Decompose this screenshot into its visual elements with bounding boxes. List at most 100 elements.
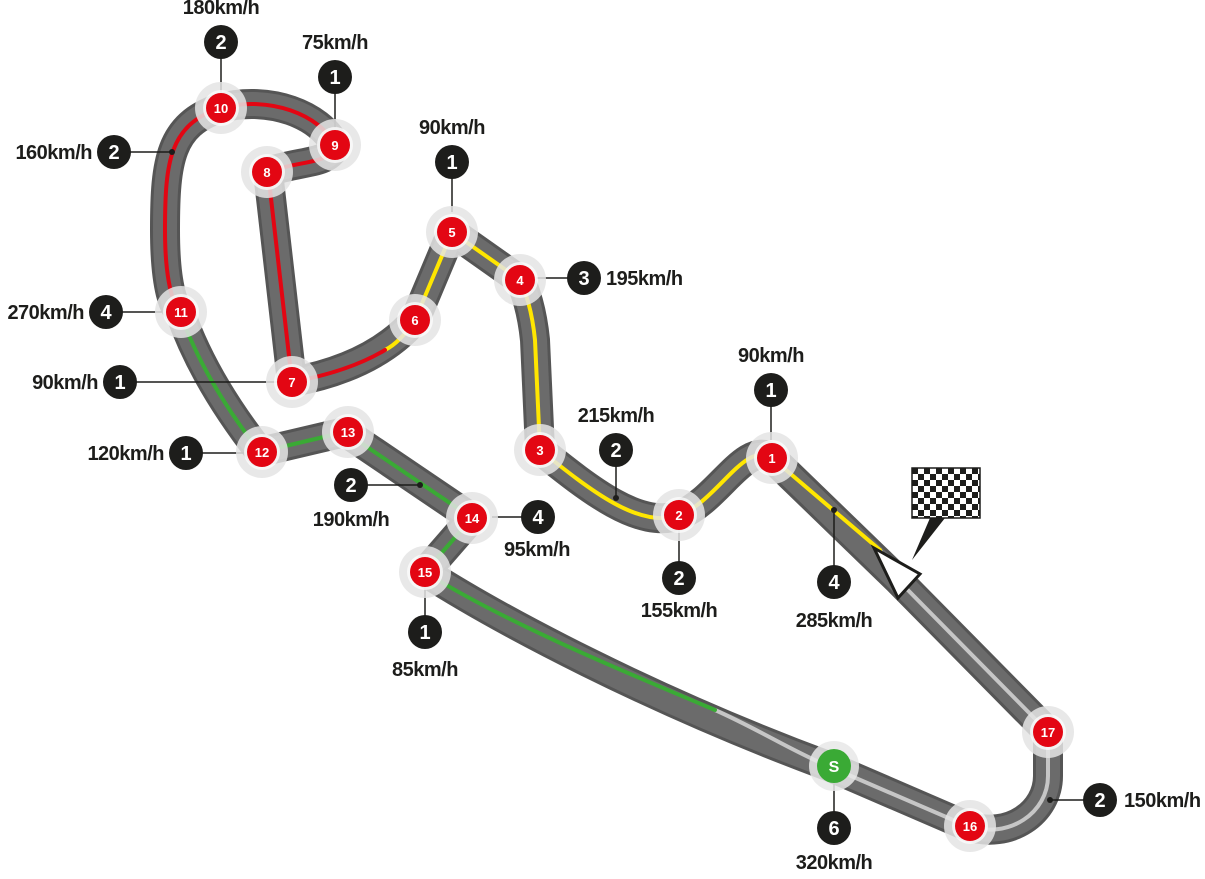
turn-9-marker: 9: [309, 119, 361, 171]
speed-callout: 2 155km/h: [641, 561, 718, 622]
gear-number: 4: [532, 507, 544, 529]
gear-number: 6: [828, 818, 839, 840]
gear-number: 1: [446, 152, 457, 174]
turn-16-marker: 16: [944, 800, 996, 852]
gear-number: 2: [108, 142, 119, 164]
gear-number: 1: [180, 443, 191, 465]
gear-number: 2: [345, 475, 356, 497]
start-marker: S: [809, 741, 859, 791]
gear-badge: [521, 500, 555, 534]
speed-label: 195km/h: [606, 268, 683, 290]
turn-13-marker: 13: [322, 406, 374, 458]
gear-number: 2: [1094, 790, 1105, 812]
gear-number: 1: [419, 622, 430, 644]
speed-label: 285km/h: [796, 610, 873, 632]
start-marker-label: S: [829, 759, 840, 776]
gear-badge: [204, 25, 238, 59]
turn-6-marker: 6: [389, 294, 441, 346]
turn-number: 17: [1041, 725, 1055, 740]
turn-11-marker: 11: [155, 286, 207, 338]
finish-flag: [870, 467, 981, 601]
turn-12-marker: 12: [236, 426, 288, 478]
speed-label: 90km/h: [32, 372, 98, 394]
turn-number: 10: [214, 101, 228, 116]
speed-label: 215km/h: [578, 405, 655, 427]
gear-badge: [754, 373, 788, 407]
speed-label: 90km/h: [738, 345, 804, 367]
gear-badge: [817, 811, 851, 845]
speed-label: 85km/h: [392, 659, 458, 681]
turn-number: 1: [768, 451, 775, 466]
speed-label: 270km/h: [7, 302, 84, 324]
speed-label: 75km/h: [302, 32, 368, 54]
turn-number: 8: [263, 165, 270, 180]
speed-label: 95km/h: [504, 539, 570, 561]
speed-callout: 1 85km/h: [392, 615, 458, 681]
gear-badge: [103, 365, 137, 399]
leader-dots: [169, 149, 1053, 803]
turn-number: 6: [411, 313, 418, 328]
track-outline: [150, 89, 1063, 845]
turn-number: 15: [418, 565, 432, 580]
sector-lines: [163, 102, 1050, 832]
turn-5-marker: 5: [426, 206, 478, 258]
speed-label: 320km/h: [796, 852, 873, 874]
speed-callout: 2 160km/h: [15, 135, 131, 169]
gear-badge: [169, 436, 203, 470]
turn-number: 13: [341, 425, 355, 440]
turn-number: 5: [448, 225, 455, 240]
speed-callout: 1 120km/h: [87, 436, 203, 470]
turn-number: 14: [465, 511, 480, 526]
gear-badge: [97, 135, 131, 169]
speed-label: 120km/h: [87, 443, 164, 465]
gear-badge: [435, 145, 469, 179]
turn-17-marker: 17: [1022, 706, 1074, 758]
speed-label: 160km/h: [15, 142, 92, 164]
speed-callout: 190km/h: [32, 365, 137, 399]
speed-label: 190km/h: [313, 509, 390, 531]
turn-number: 12: [255, 445, 269, 460]
gear-badge: [662, 561, 696, 595]
speed-callout: 6 320km/h: [796, 811, 873, 874]
gear-number: 4: [100, 302, 112, 324]
turn-number: 4: [516, 273, 524, 288]
speed-callout: 2 150km/h: [1083, 783, 1201, 817]
speed-label: 180km/h: [183, 0, 260, 19]
speed-label: 150km/h: [1124, 790, 1201, 812]
speed-callout: 4 270km/h: [7, 295, 123, 329]
gear-badge: [1083, 783, 1117, 817]
gear-number: 1: [765, 380, 776, 402]
gear-badge: [599, 433, 633, 467]
turn-4-marker: 4: [494, 254, 546, 306]
gear-badge: [817, 565, 851, 599]
gear-number: 3: [578, 268, 589, 290]
turn-number: 16: [963, 819, 977, 834]
turn-number: 11: [174, 305, 188, 320]
gear-number: 4: [828, 572, 840, 594]
gear-number: 2: [610, 440, 621, 462]
turn-8-marker: 8: [241, 146, 293, 198]
track-surface: [150, 89, 1063, 845]
gear-number: 2: [673, 568, 684, 590]
gear-badge: [318, 60, 352, 94]
speed-callout: 3 195km/h: [567, 261, 683, 295]
gear-badge: [567, 261, 601, 295]
turn-number: 3: [536, 443, 543, 458]
gear-badge: [334, 468, 368, 502]
speed-label: 155km/h: [641, 600, 718, 622]
turn-1-marker: 1: [746, 432, 798, 484]
turn-3-marker: 3: [514, 424, 566, 476]
turn-14-marker: 14: [446, 492, 498, 544]
start-direction-arrow: [870, 544, 923, 601]
speed-callout: 4 95km/h: [504, 500, 570, 561]
speed-callout: 190km/h: [419, 117, 485, 179]
speed-callout: 2 215km/h: [578, 405, 655, 467]
speed-callout: 1 90km/h: [738, 345, 804, 407]
turn-15-marker: 15: [399, 546, 451, 598]
gear-badge: [89, 295, 123, 329]
